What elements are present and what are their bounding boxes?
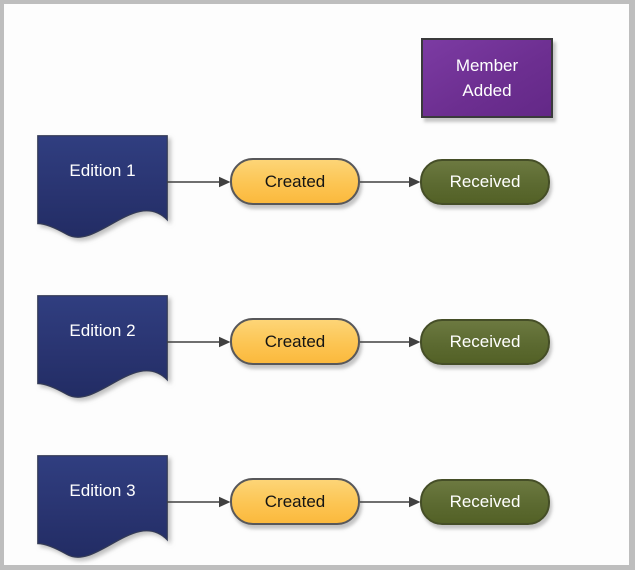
member-added-label-line2: Added <box>462 81 512 100</box>
created-node: Created <box>230 158 360 205</box>
member-added-label-line1: Member <box>455 56 519 75</box>
edition-label: Edition 2 <box>69 321 136 340</box>
connector-arrow-icon <box>360 336 421 348</box>
received-label: Received <box>449 492 521 511</box>
connector-arrow-icon <box>360 496 421 508</box>
member-added-node: Member Added <box>421 38 553 118</box>
edition-label: Edition 1 <box>69 161 136 180</box>
created-label: Created <box>264 331 326 351</box>
created-node: Created <box>230 318 360 365</box>
created-node: Created <box>230 478 360 525</box>
received-label: Received <box>449 172 521 191</box>
created-label: Created <box>264 171 326 191</box>
connector-arrow-icon <box>167 496 231 508</box>
connector-arrow-icon <box>167 336 231 348</box>
flow-row-edition-3: Edition 3 Created Received <box>0 455 635 559</box>
flow-row-edition-2: Edition 2 Created Received <box>0 295 635 399</box>
edition-flag-shape <box>37 135 168 238</box>
received-node: Received <box>420 319 550 365</box>
connector-arrow-icon <box>360 176 421 188</box>
received-node: Received <box>420 159 550 205</box>
received-label: Received <box>449 332 521 351</box>
connector-arrow-icon <box>167 176 231 188</box>
received-node: Received <box>420 479 550 525</box>
edition-label: Edition 3 <box>69 481 136 500</box>
created-label: Created <box>264 491 326 511</box>
edition-flag-shape <box>37 295 168 398</box>
flow-row-edition-1: Edition 1 Created Received <box>0 135 635 239</box>
edition-flag-shape <box>37 455 168 558</box>
